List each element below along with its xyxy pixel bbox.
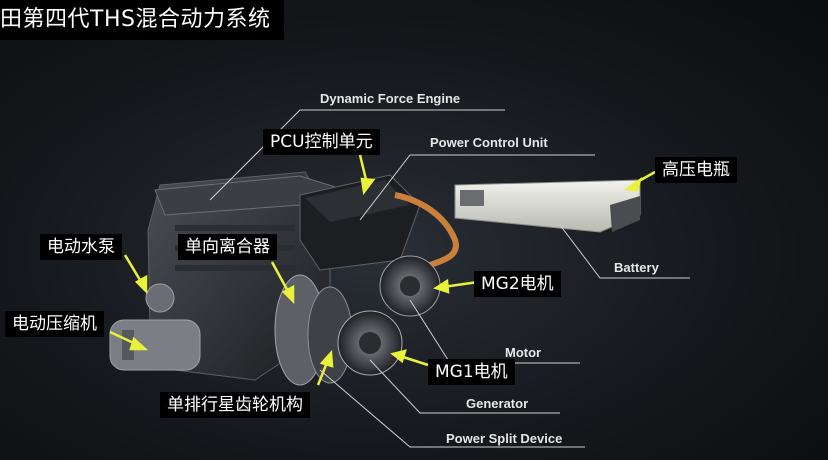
- leader-engine: [209, 109, 505, 201]
- label-mg1-cn: MG1电机: [428, 359, 515, 385]
- arrow-mg1: [399, 354, 429, 367]
- label-battery-hv-cn: 高压电瓶: [655, 157, 737, 183]
- compressor-band: [122, 330, 134, 360]
- leader-battery: [559, 224, 690, 279]
- arrow-mg2: [442, 280, 479, 289]
- label-pcu-en: Power Control Unit: [430, 135, 548, 150]
- leader-generator: [369, 359, 560, 414]
- leader-psd: [319, 369, 585, 448]
- label-compressor-cn: 电动压缩机: [5, 311, 104, 337]
- page-title: 田第四代THS混合动力系统: [0, 0, 285, 40]
- label-motor-en: Motor: [505, 345, 542, 360]
- label-mg2-cn: MG2电机: [474, 271, 561, 297]
- leader-pcu: [359, 154, 595, 221]
- pcu-top: [305, 180, 410, 222]
- engine-rib-3: [175, 265, 295, 271]
- label-planetary-cn: 单排行星齿轮机构: [160, 392, 310, 418]
- label-water-pump-cn: 电动水泵: [40, 234, 122, 260]
- mg2-hub: [400, 276, 420, 296]
- label-one-way-clutch-cn: 单向离合器: [178, 234, 277, 260]
- label-engine-en: Dynamic Force Engine: [320, 91, 461, 106]
- engine-rib-1: [175, 225, 295, 231]
- label-pcu-cn: PCU控制单元: [263, 129, 380, 155]
- pointer-arrows: [109, 154, 656, 386]
- label-generator-en: Generator: [466, 396, 529, 411]
- label-battery-en: Battery: [614, 260, 659, 275]
- label-psd-en: Power Split Device: [446, 431, 563, 446]
- water-pump-body: [145, 283, 175, 313]
- battery-end: [610, 196, 640, 232]
- leader-motor: [409, 299, 580, 364]
- hv-cable: [394, 192, 459, 268]
- battery-terminal: [460, 190, 484, 206]
- mg1-hub: [359, 332, 381, 354]
